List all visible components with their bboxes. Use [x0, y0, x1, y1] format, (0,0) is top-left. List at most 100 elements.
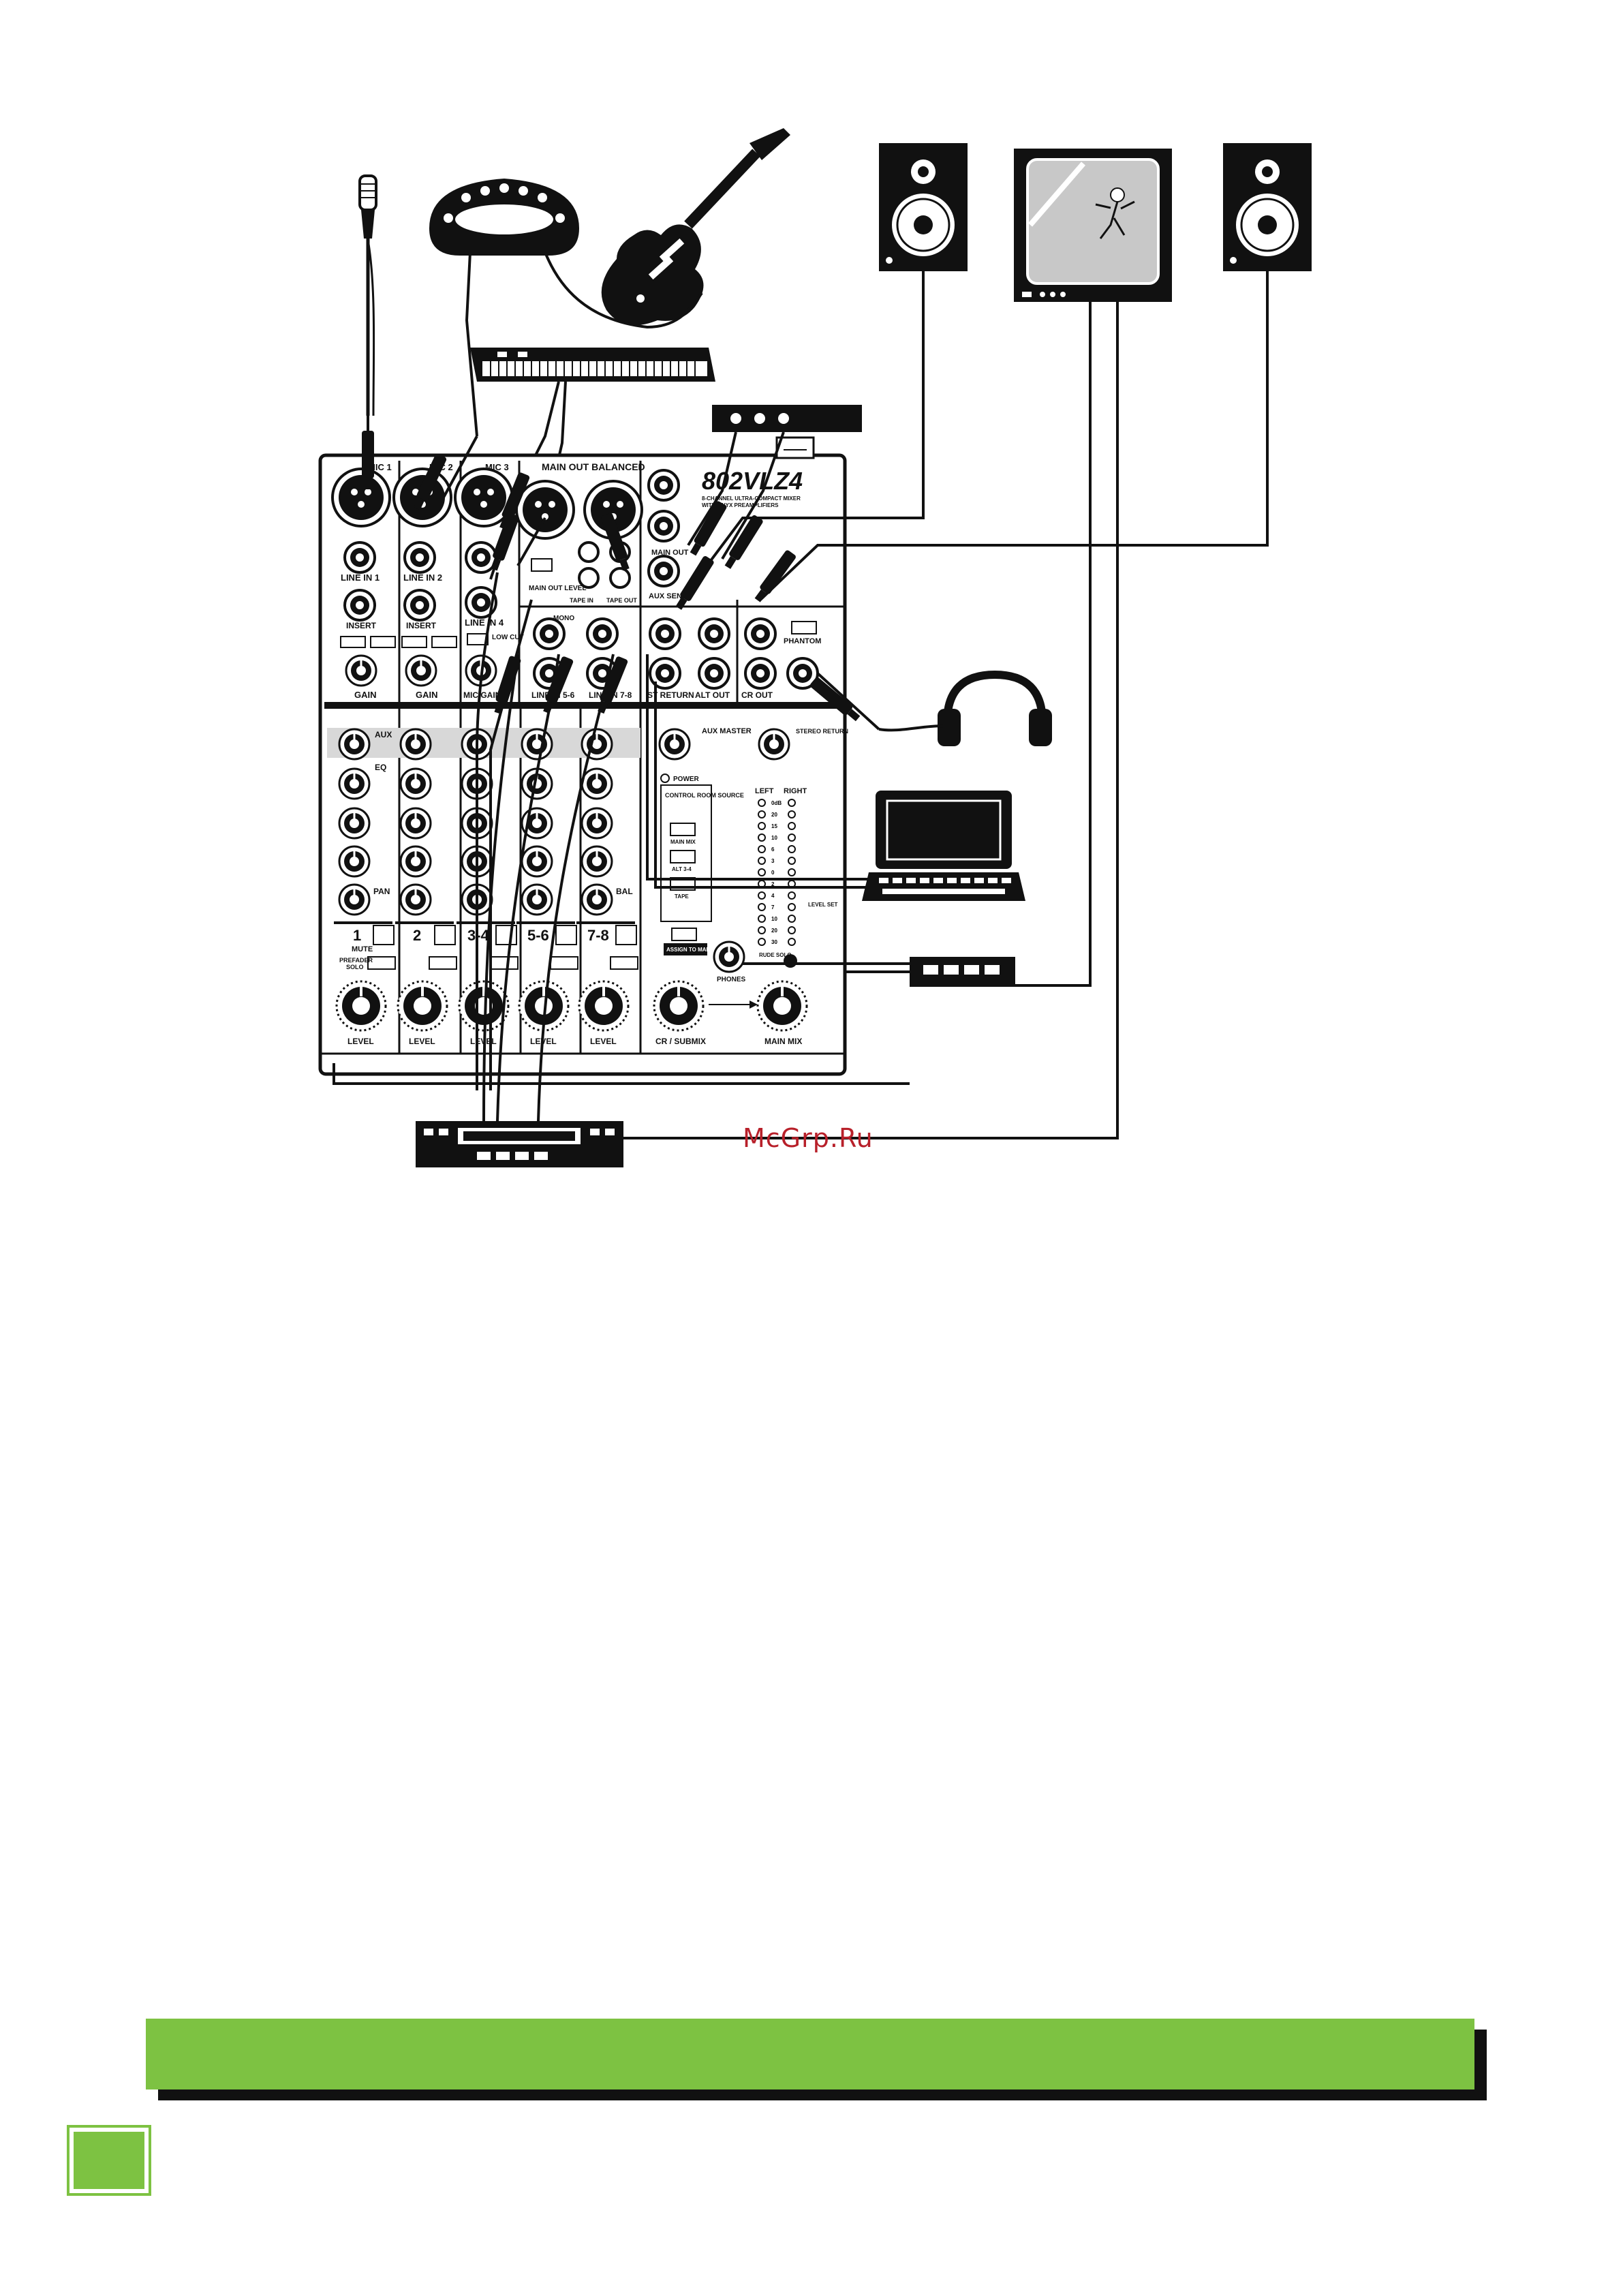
main-mix-button-label: MAIN MIX	[670, 839, 696, 845]
meter-tick-label: 0	[771, 870, 775, 876]
label-gain-1: GAIN	[354, 690, 377, 700]
model-subtitle-1: 8-CHANNEL ULTRA-COMPACT MIXER	[702, 495, 801, 502]
label-cr-out: CR OUT	[741, 690, 773, 700]
strip-aux-label: AUX	[375, 730, 392, 739]
label-line-in-2: LINE IN 2	[403, 572, 442, 583]
meter-led-right	[788, 868, 796, 876]
strip-mute-label: MUTE	[352, 945, 373, 953]
strip-prefader-label: PREFADER	[339, 957, 373, 964]
microphone-icon	[358, 174, 377, 416]
meter-led-left	[758, 857, 766, 865]
meter-led-right	[788, 857, 796, 865]
meter-tick-label: 20	[771, 812, 777, 818]
channel-level-label: LEVEL	[590, 1037, 617, 1046]
channel-number-1: 1	[353, 927, 361, 944]
channel-level-label: LEVEL	[409, 1037, 435, 1046]
meter-right-label: RIGHT	[784, 787, 807, 795]
strip-bal-label: BAL	[616, 887, 633, 896]
meter-tick-label: 15	[771, 823, 777, 829]
strip-pan-label: PAN	[373, 887, 390, 896]
video-monitor-icon	[1014, 149, 1172, 302]
level-set-label: LEVEL SET	[808, 902, 838, 908]
meter-tick-label: 10	[771, 916, 777, 922]
label-line-in-4: LINE IN 4	[465, 617, 504, 628]
meter-led-right	[788, 903, 796, 911]
meter-led-right	[788, 810, 796, 818]
label-alt-out: ALT OUT	[695, 690, 730, 700]
meter-led-right	[788, 915, 796, 923]
meter-led-left	[758, 926, 766, 934]
label-tape-out: TAPE OUT	[606, 597, 637, 604]
stereo-return-label: STEREO RETURN	[796, 728, 848, 735]
meter-led-right	[788, 845, 796, 853]
model-subtitle-2: WITH ONYX PREAMPLIFIERS	[702, 502, 779, 508]
studio-monitor-icon	[879, 143, 968, 271]
page-number-box	[67, 2125, 151, 2196]
meter-tick-label: 30	[771, 939, 777, 945]
label-mono: MONO	[553, 615, 574, 622]
headphones-icon	[938, 670, 1052, 746]
channel-number-3-4: 3-4	[467, 927, 490, 944]
meter-left-label: LEFT	[755, 787, 774, 795]
label-mic-gain: MIC GAIN	[463, 690, 501, 700]
meter-led-left	[758, 903, 766, 911]
channel-strips: 1 LEVEL 2 LEVEL 3-4 LEVE	[334, 728, 638, 1046]
recorder-icon	[910, 957, 1015, 987]
meter-tick-label: 6	[771, 846, 775, 853]
meter-led-left	[758, 915, 766, 923]
meter-led-left	[758, 868, 766, 876]
meter-tick-label: 3	[771, 858, 775, 864]
keyboard-icon	[470, 348, 715, 382]
main-mix-label: MAIN MIX	[764, 1037, 802, 1046]
aux-master-label: AUX MASTER	[702, 727, 752, 735]
label-gain-2: GAIN	[416, 690, 438, 700]
meter-led-left	[758, 833, 766, 842]
control-room-source-label: CONTROL ROOM SOURCE	[665, 792, 744, 799]
assign-label: ASSIGN TO MAIN MIX	[666, 947, 724, 953]
alt-34-button-label: ALT 3-4	[672, 866, 692, 872]
meter-led-left	[758, 938, 766, 946]
watermark-text: McGrp.Ru	[743, 1123, 874, 1153]
guitar-icon	[601, 128, 790, 326]
phones-label: PHONES	[717, 976, 746, 983]
meter-led-left	[758, 891, 766, 900]
label-tape-in: TAPE IN	[570, 597, 593, 604]
section-banner	[146, 2019, 1474, 2090]
channel-strip-1: 1 LEVEL	[334, 728, 396, 1046]
channel-number-2: 2	[413, 927, 421, 944]
meter-led-right	[788, 822, 796, 830]
channel-number-5-6: 5-6	[527, 927, 549, 944]
meter-tick-label: 4	[771, 893, 775, 899]
channel-strip-2: 2 LEVEL	[395, 728, 457, 1046]
rude-solo-label: RUDE SOLO	[759, 952, 792, 958]
meter-tick-label: 10	[771, 835, 777, 841]
meter-led-left	[758, 810, 766, 818]
meter-led-right	[788, 833, 796, 842]
channel-level-label: LEVEL	[347, 1037, 374, 1046]
meter-led-left	[758, 845, 766, 853]
meter-tick-label: 20	[771, 928, 777, 934]
strip-eq-label: EQ	[375, 763, 386, 772]
channel-number-7-8: 7-8	[587, 927, 609, 944]
model-name: 802VLZ4	[702, 467, 803, 495]
label-phantom: PHANTOM	[784, 637, 821, 645]
power-label: POWER	[673, 776, 700, 783]
label-main-out: MAIN OUT	[651, 549, 689, 557]
meter-tick-label: 2	[771, 881, 775, 887]
strip-solo-label: SOLO	[346, 964, 364, 970]
meter-led-right	[788, 926, 796, 934]
label-aux-send: AUX SEND	[649, 592, 687, 600]
master-section: AUX MASTER STEREO RETURN POWER CONTROL R…	[653, 727, 848, 1046]
cr-submix-label: CR / SUBMIX	[655, 1037, 706, 1046]
meter-led-left	[758, 799, 766, 807]
stompbox-icon	[429, 179, 579, 256]
meter-tick-label: 0dB	[771, 800, 782, 806]
meter-led-right	[788, 938, 796, 946]
label-low-cut: LOW CUT	[492, 634, 524, 641]
label-insert-2: INSERT	[406, 621, 437, 630]
meter-tick-label: 7	[771, 904, 775, 910]
cd-player-icon	[712, 405, 862, 432]
label-main-out-level: MAIN OUT LEVEL	[529, 585, 586, 592]
